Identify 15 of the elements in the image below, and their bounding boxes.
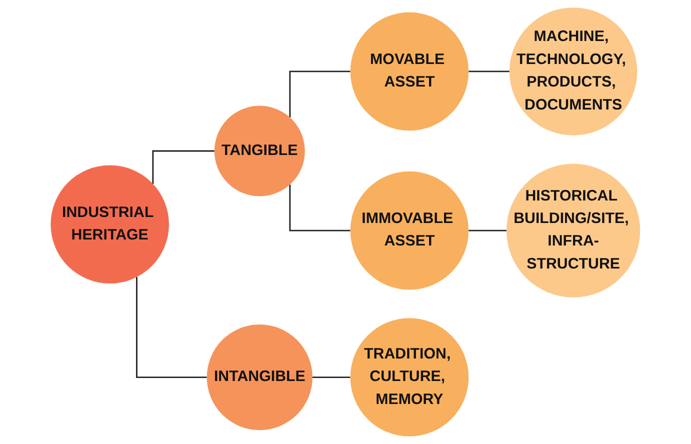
connector (468, 70, 510, 72)
connector (312, 376, 350, 378)
connector (152, 150, 214, 184)
node-circle: MOVABLE ASSET (350, 12, 469, 131)
connector (289, 70, 350, 118)
node-circle: HISTORICAL BUILDING/SITE, INFRA-STRUCTURE (506, 164, 640, 298)
node-circle: INTANGIBLE (206, 324, 313, 430)
connector (468, 230, 507, 232)
node-circle: TRADITION, CULTURE, MEMORY (350, 318, 469, 436)
node-circle: MACHINE, TECHNOLOGY, PRODUCTS, DOCUMENTS (510, 8, 638, 136)
connector (289, 184, 350, 232)
connector (136, 277, 207, 378)
node-circle: INDUSTRIAL HERITAGE (50, 165, 170, 284)
node-circle: IMMOVABLE ASSET (350, 171, 469, 290)
node-circle: TANGIBLE (214, 106, 305, 196)
